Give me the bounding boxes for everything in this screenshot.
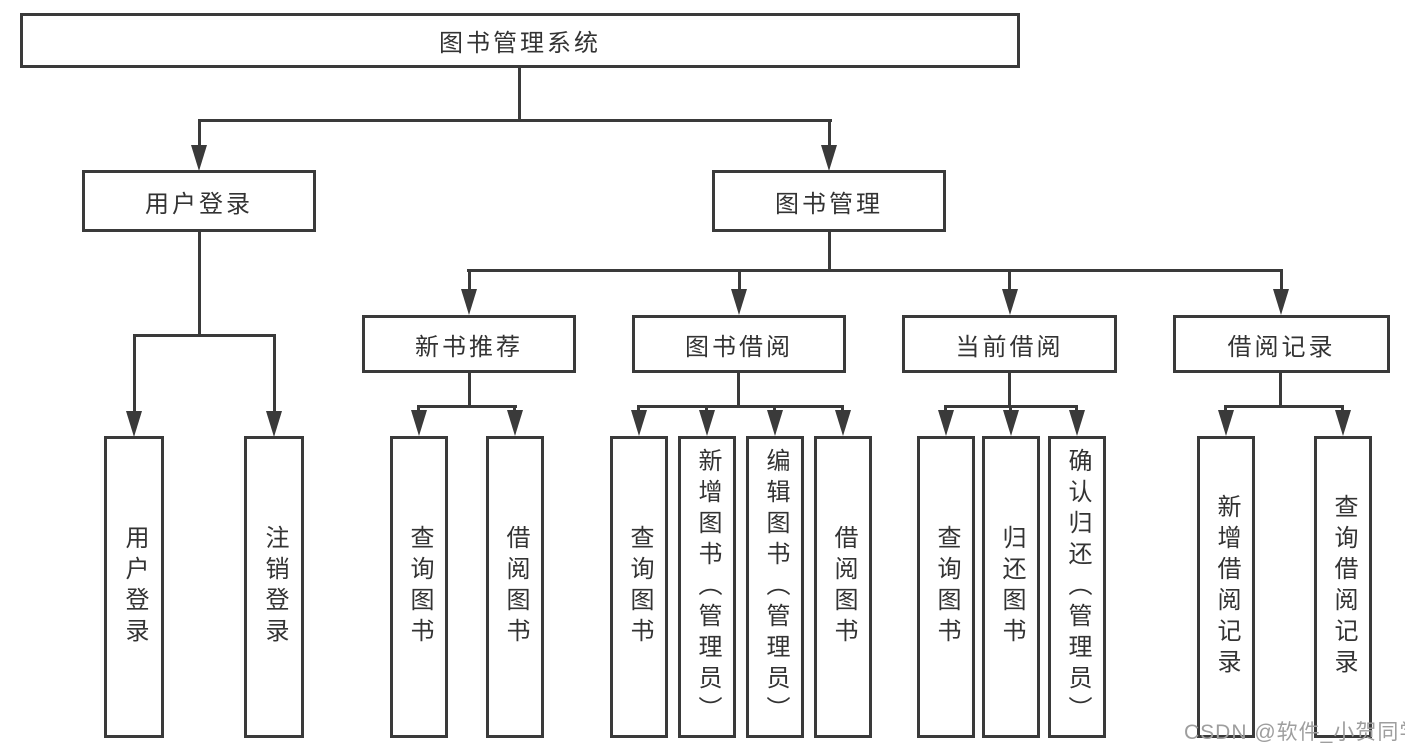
- node-edit-book-admin: 编辑图书（管理员）: [746, 436, 804, 738]
- arrowhead-down-icon: [821, 145, 837, 171]
- arrowhead-down-icon: [767, 410, 783, 436]
- arrowhead-down-icon: [699, 410, 715, 436]
- node-root: 图书管理系统: [20, 13, 1020, 68]
- connector-new-book-drop: [513, 405, 516, 414]
- arrowhead-down-icon: [1335, 410, 1351, 436]
- node-user-login: 用户登录: [82, 170, 316, 232]
- connector-borrow-records-stem: [1279, 373, 1282, 408]
- connector-user-login-stem: [198, 232, 201, 337]
- connector-user-login-drop: [133, 334, 136, 414]
- node-book-borrow: 图书借阅: [632, 315, 846, 373]
- node-query-books-borrow: 查询图书: [610, 436, 668, 738]
- connector-book-mgmt-drop: [468, 269, 471, 293]
- connector-book-borrow-drop: [841, 405, 844, 414]
- connector-current-borrow-drop: [1075, 405, 1078, 414]
- arrowhead-down-icon: [731, 289, 747, 315]
- arrowhead-down-icon: [1003, 410, 1019, 436]
- connector-book-borrow-drop: [637, 405, 640, 414]
- node-logout: 注销登录: [244, 436, 304, 738]
- connector-borrow-records-bus: [1224, 405, 1344, 408]
- connector-book-mgmt-drop: [1008, 269, 1011, 293]
- connector-book-mgmt-bus: [467, 269, 1283, 272]
- connector-book-borrow-stem: [737, 373, 740, 408]
- connector-book-mgmt-stem: [828, 232, 831, 272]
- connector-book-borrow-bus: [637, 405, 844, 408]
- arrowhead-down-icon: [266, 411, 282, 437]
- connector-root-bus: [198, 119, 832, 122]
- arrowhead-down-icon: [835, 410, 851, 436]
- node-book-management: 图书管理: [712, 170, 946, 232]
- connector-new-book-bus: [417, 405, 517, 408]
- node-borrow-books-leaf: 借阅图书: [814, 436, 872, 738]
- arrowhead-down-icon: [1002, 289, 1018, 315]
- arrowhead-down-icon: [461, 289, 477, 315]
- node-add-book-admin: 新增图书（管理员）: [678, 436, 736, 738]
- connector-user-login-drop: [273, 334, 276, 414]
- connector-borrow-records-drop: [1224, 405, 1227, 414]
- arrowhead-down-icon: [1069, 410, 1085, 436]
- node-user-login-leaf: 用户登录: [104, 436, 164, 738]
- node-borrow-books-recommend: 借阅图书: [486, 436, 544, 738]
- arrowhead-down-icon: [191, 145, 207, 171]
- connector-new-book-drop: [417, 405, 420, 414]
- node-confirm-return-admin: 确认归还（管理员）: [1048, 436, 1106, 738]
- arrowhead-down-icon: [1218, 410, 1234, 436]
- node-return-books: 归还图书: [982, 436, 1040, 738]
- connector-current-borrow-drop: [944, 405, 947, 414]
- connector-user-login-bus: [133, 334, 276, 337]
- arrowhead-down-icon: [126, 411, 142, 437]
- node-current-borrow: 当前借阅: [902, 315, 1117, 373]
- node-borrow-records: 借阅记录: [1173, 315, 1390, 373]
- connector-borrow-records-drop: [1341, 405, 1344, 414]
- connector-book-mgmt-drop: [1280, 269, 1283, 293]
- node-query-books-current: 查询图书: [917, 436, 975, 738]
- connector-book-mgmt-drop: [738, 269, 741, 293]
- node-add-borrow-record: 新增借阅记录: [1197, 436, 1255, 738]
- arrowhead-down-icon: [507, 410, 523, 436]
- arrowhead-down-icon: [1273, 289, 1289, 315]
- node-query-books-recommend: 查询图书: [390, 436, 448, 738]
- connector-current-borrow-stem: [1008, 373, 1011, 408]
- arrowhead-down-icon: [411, 410, 427, 436]
- node-new-book-recommend: 新书推荐: [362, 315, 576, 373]
- connector-book-borrow-drop: [705, 405, 708, 414]
- watermark: CSDN @软件_小贺同学: [1184, 721, 1405, 744]
- connector-current-borrow-drop: [1009, 405, 1012, 414]
- arrowhead-down-icon: [631, 410, 647, 436]
- connector-new-book-stem: [468, 373, 471, 408]
- connector-root-drop: [828, 119, 831, 149]
- arrowhead-down-icon: [938, 410, 954, 436]
- connector-root-drop: [198, 119, 201, 149]
- node-query-borrow-record: 查询借阅记录: [1314, 436, 1372, 738]
- connector-root-stem: [518, 68, 521, 121]
- connector-book-borrow-drop: [773, 405, 776, 414]
